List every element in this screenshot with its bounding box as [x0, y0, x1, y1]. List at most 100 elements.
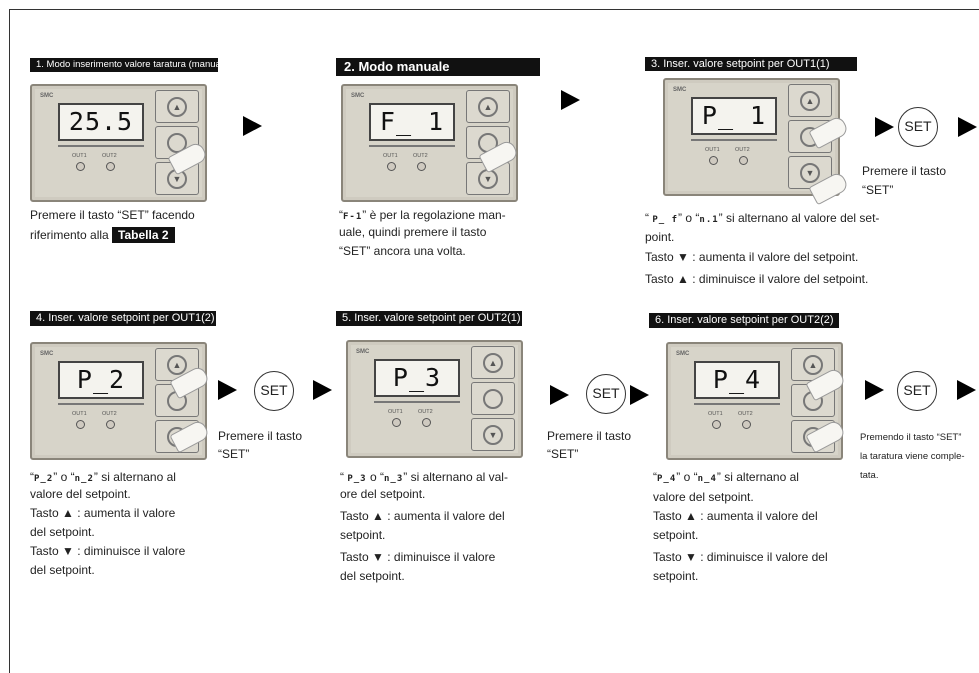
step4-device-panel: SMC P_2 OUT1 OUT2 ▲ ▼ — [30, 342, 211, 460]
step6-desc-line4: setpoint. — [653, 528, 699, 542]
step5-desc-line2: ore del setpoint. — [340, 487, 426, 501]
step5-device-panel: SMC P_3 OUT1 OUT2 ▲ ▼ — [346, 340, 523, 458]
step4-side-line2: “SET” — [218, 447, 250, 461]
step2-desc-line2: uale, quindi premere il tasto — [339, 225, 487, 239]
lcd-display: P_2 — [58, 361, 144, 399]
connector-word: o — [685, 211, 693, 225]
step2-title: 2. Modo manuale — [336, 58, 540, 76]
step5-desc-line5: Tasto ▼ : diminuisce il valore — [340, 550, 496, 564]
out2-label: OUT2 — [102, 153, 117, 159]
next-arrow-icon — [958, 117, 977, 137]
lcd-display: P_4 — [694, 361, 780, 399]
step6-desc-line5: Tasto ▼ : diminuisce il valore del — [653, 550, 828, 564]
lcd-display: P_3 — [374, 359, 460, 397]
up-arrow-icon: ▲ — [800, 91, 820, 111]
step6-desc-text: ” si alternano al — [716, 470, 799, 484]
out1-label: OUT1 — [708, 411, 723, 417]
smc-logo: SMC — [40, 351, 54, 357]
up-key[interactable]: ▲ — [466, 90, 510, 123]
segment-code-a: P_3 — [347, 474, 367, 484]
out2-label: OUT2 — [738, 411, 753, 417]
table2-badge: Tabella 2 — [112, 227, 175, 243]
step5-side-line1: Premere il tasto — [547, 429, 632, 443]
step5-side-line2: “SET” — [547, 447, 579, 461]
display-bar — [58, 403, 144, 405]
down-arrow-icon: ▼ — [800, 163, 820, 183]
out1-label: OUT1 — [705, 147, 720, 153]
smc-logo: SMC — [40, 93, 54, 99]
out2-led — [739, 156, 748, 165]
out2-led — [417, 162, 426, 171]
button-column: ▲ ▼ — [471, 346, 515, 454]
step6-device-panel: SMC P_4 OUT1 OUT2 ▲ ▼ — [666, 342, 847, 460]
segment-code-b: n.1 — [699, 215, 719, 225]
smc-logo: SMC — [351, 93, 365, 99]
down-key[interactable]: ▼ — [471, 418, 515, 451]
out1-led — [76, 420, 85, 429]
connector-word: o — [60, 470, 68, 484]
step5-desc-line4: setpoint. — [340, 528, 386, 542]
set-button-icon: SET — [898, 107, 938, 147]
segment-code: F-1 — [343, 212, 363, 222]
up-key[interactable]: ▲ — [155, 348, 199, 381]
connector-word: o — [369, 470, 377, 484]
step6-desc-line3: Tasto ▲ : aumenta il valore del — [653, 509, 818, 523]
display-value: F_ 1 — [379, 107, 445, 136]
step4-title: 4. Inser. valore setpoint per OUT1(2) — [30, 311, 216, 326]
lcd-display: 25.5 — [58, 103, 144, 141]
step4-desc-line6: del setpoint. — [30, 563, 95, 577]
step5-desc-line1: “ P_3 o “n_3” si alternano al val- — [340, 470, 508, 484]
up-key[interactable]: ▲ — [155, 90, 199, 123]
display-value: P_4 — [712, 365, 762, 394]
step3-desc-text: ” si alternano al valore del set- — [718, 211, 880, 225]
page-frame — [9, 9, 979, 673]
display-value: P_2 — [76, 365, 126, 394]
step1-title: 1. Modo inserimento valore taratura (man… — [30, 58, 218, 72]
up-arrow-icon: ▲ — [478, 97, 498, 117]
set-button-icon: SET — [586, 374, 626, 414]
down-arrow-icon: ▼ — [483, 425, 503, 445]
display-bar — [691, 139, 777, 141]
step3-desc-line1: “ P_ f” o “n.1” si alternano al valore d… — [645, 211, 880, 225]
display-value: P_3 — [392, 363, 442, 392]
up-arrow-icon: ▲ — [803, 355, 823, 375]
step2-device-panel: SMC F_ 1 OUT1 OUT2 ▲ ▼ — [341, 84, 520, 202]
out1-label: OUT1 — [383, 153, 398, 159]
segment-code-a: P_4 — [657, 474, 677, 484]
smc-logo: SMC — [676, 351, 690, 357]
segment-code-b: n_2 — [74, 474, 94, 484]
connector-word: o — [683, 470, 691, 484]
step4-desc-line5: Tasto ▼ : diminuisce il valore — [30, 544, 186, 558]
set-key[interactable] — [471, 382, 515, 415]
step4-side-line1: Premere il tasto — [218, 429, 303, 443]
step6-title: 6. Inser. valore setpoint per OUT2(2) — [649, 313, 839, 328]
step6-desc-line2: valore del setpoint. — [653, 490, 754, 504]
out1-label: OUT1 — [72, 153, 87, 159]
segment-code-b: n_3 — [383, 474, 404, 484]
display-bar — [369, 145, 455, 147]
step2-desc-line1: “F-1” è per la regolazione man- — [339, 208, 506, 222]
step4-desc-line2: valore del setpoint. — [30, 487, 131, 501]
set-circle-icon — [483, 389, 503, 409]
step6-side-line2: la taratura viene comple- — [860, 451, 965, 462]
set-button-icon: SET — [254, 371, 294, 411]
step3-title: 3. Inser. valore setpoint per OUT1(1) — [645, 57, 857, 71]
step3-side-line1: Premere il tasto — [862, 164, 947, 178]
step4-desc-line3: Tasto ▲ : aumenta il valore — [30, 506, 176, 520]
out1-label: OUT1 — [72, 411, 87, 417]
up-key[interactable]: ▲ — [471, 346, 515, 379]
next-arrow-icon — [243, 116, 262, 136]
up-arrow-icon: ▲ — [483, 353, 503, 373]
step3-side-line2: “SET” — [862, 183, 894, 197]
out1-led — [76, 162, 85, 171]
out2-led — [422, 418, 431, 427]
segment-code-b: n_4 — [697, 474, 717, 484]
step4-desc-line4: del setpoint. — [30, 525, 95, 539]
step6-side-line3: tata. — [860, 470, 879, 481]
step6-desc-line1: “P_4” o “n_4” si alternano al — [653, 470, 799, 484]
step3-desc-line2: point. — [645, 230, 675, 244]
out1-led — [709, 156, 718, 165]
display-value: 25.5 — [68, 107, 134, 136]
segment-code-a: P_ f — [652, 215, 679, 225]
up-key[interactable]: ▲ — [788, 84, 832, 117]
